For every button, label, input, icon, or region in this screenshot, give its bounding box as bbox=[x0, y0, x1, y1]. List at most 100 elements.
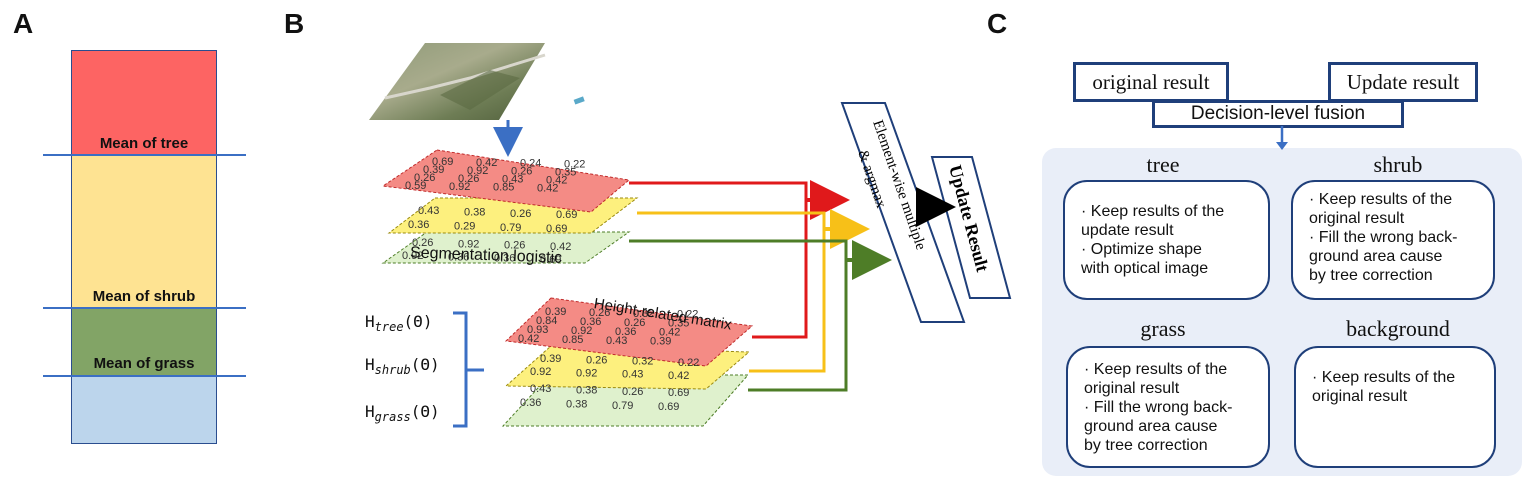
matrix-value: 0.26 bbox=[458, 173, 479, 185]
matrix-value: 0.22 bbox=[678, 357, 699, 369]
matrix-value: 0.26 bbox=[412, 237, 433, 249]
tree-class-title: tree bbox=[1146, 152, 1180, 177]
rule-line: · Optimize shape bbox=[1081, 241, 1202, 258]
matrix-value: 0.26 bbox=[511, 166, 532, 178]
matrix-value: 0.42 bbox=[550, 241, 571, 253]
matrix-value: 0.26 bbox=[586, 354, 607, 366]
matrix-value: 0.69 bbox=[546, 223, 567, 235]
h-tree-term: Htree(Θ) bbox=[365, 312, 433, 335]
matrix-value: 0.38 bbox=[464, 206, 485, 218]
h-grass-term: Hgrass(Θ) bbox=[365, 402, 440, 425]
seg-tree-layer bbox=[381, 149, 631, 213]
matrix-value: 0.29 bbox=[454, 220, 475, 232]
mean-of-tree-label: Mean of tree bbox=[99, 135, 189, 152]
matrix-value: 0.69 bbox=[540, 254, 561, 266]
matrix-value: 0.79 bbox=[500, 222, 521, 234]
matrix-value: 0.92 bbox=[576, 367, 597, 379]
matrix-value: 0.92 bbox=[449, 181, 470, 193]
matrix-value: 0.39 bbox=[650, 336, 671, 348]
matrix-value: 0.26 bbox=[414, 172, 435, 184]
background-rules-box: · Keep results of the original result bbox=[1294, 346, 1496, 468]
h-terms-bracket bbox=[453, 311, 468, 428]
matrix-value: 0.92 bbox=[530, 366, 551, 378]
tree-rules-box: · Keep results of the update result · Op… bbox=[1063, 180, 1270, 300]
matrix-value: 0.32 bbox=[633, 308, 654, 320]
seg-grass-layer bbox=[381, 231, 631, 264]
shrub-mean-line bbox=[43, 307, 246, 309]
rule-line: original result bbox=[1084, 380, 1180, 397]
matrix-value: 0.22 bbox=[564, 158, 585, 170]
matrix-value: 0.69 bbox=[658, 401, 679, 413]
background-class-title: background bbox=[1346, 316, 1450, 341]
matrix-value: 0.84 bbox=[536, 315, 557, 327]
matrix-value: 0.92 bbox=[402, 250, 423, 262]
matrix-value: 0.42 bbox=[518, 333, 539, 345]
matrix-value: 0.36 bbox=[448, 251, 469, 263]
panel-label-a: A bbox=[13, 8, 34, 39]
h-shrub-term: Hshrub(Θ) bbox=[365, 355, 440, 378]
matrix-value: 0.36 bbox=[520, 397, 541, 409]
matrix-value: 0.59 bbox=[405, 180, 426, 192]
matrix-value: 0.42 bbox=[659, 327, 680, 339]
matrix-value: 0.42 bbox=[476, 157, 497, 169]
panel-label-b: B bbox=[284, 8, 305, 39]
mean-of-shrub-label: Mean of shrub bbox=[92, 288, 196, 305]
matrix-value: 0.39 bbox=[540, 353, 561, 365]
matrix-value: 0.92 bbox=[467, 165, 488, 177]
matrix-value: 0.43 bbox=[530, 383, 551, 395]
rule-line: · Keep results of the bbox=[1081, 203, 1225, 220]
decision-level-fusion-box: Decision-level fusion bbox=[1152, 100, 1404, 128]
matrix-value: 0.92 bbox=[571, 325, 592, 337]
matrix-value: 0.38 bbox=[576, 384, 597, 396]
matrix-value: 0.69 bbox=[668, 387, 689, 399]
rule-line: by tree correction bbox=[1084, 437, 1208, 454]
rule-line: · Keep results of the bbox=[1312, 369, 1456, 386]
matrix-value: 0.85 bbox=[562, 334, 583, 346]
matrix-value: 0.43 bbox=[502, 174, 523, 186]
matrix-value: 0.26 bbox=[510, 208, 531, 220]
grass-class-title: grass bbox=[1140, 316, 1186, 341]
matrix-value: 0.32 bbox=[632, 356, 653, 368]
matrix-value: 0.92 bbox=[458, 238, 479, 250]
matrix-value: 0.24 bbox=[520, 158, 541, 170]
rule-line: · Keep results of the bbox=[1084, 361, 1228, 378]
matrix-value: 0.39 bbox=[423, 164, 444, 176]
matrix-value: 0.42 bbox=[546, 174, 567, 186]
fusion-down-arrow bbox=[1276, 126, 1288, 150]
mean-of-grass-label: Mean of grass bbox=[93, 355, 195, 372]
grass-rules-box: · Keep results of the original result · … bbox=[1066, 346, 1270, 468]
matrix-value: 0.26 bbox=[504, 240, 525, 252]
matrix-value: 0.36 bbox=[580, 316, 601, 328]
shrub-connector bbox=[637, 211, 826, 373]
matrix-value: 0.22 bbox=[677, 309, 698, 321]
matrix-value: 0.35 bbox=[555, 166, 576, 178]
matrix-value: 0.35 bbox=[668, 318, 689, 330]
matrix-value: 0.36 bbox=[408, 219, 429, 231]
matrix-value: 0.43 bbox=[606, 335, 627, 347]
matrix-value: 0.69 bbox=[556, 209, 577, 221]
original-result-box: original result bbox=[1073, 62, 1229, 102]
matrix-value: 0.36 bbox=[615, 326, 636, 338]
rule-line: ground area cause bbox=[1309, 248, 1443, 265]
element-wise-box bbox=[840, 102, 966, 323]
matrix-value: 0.26 bbox=[622, 386, 643, 398]
matrix-value: 0.69 bbox=[432, 156, 453, 168]
matrix-value: 0.42 bbox=[537, 182, 558, 194]
tree-level-block bbox=[71, 50, 217, 156]
height-tree-layer bbox=[504, 297, 754, 367]
tree-mean-line bbox=[43, 154, 246, 156]
matrix-value: 0.26 bbox=[624, 317, 645, 329]
matrix-value: 0.36 bbox=[494, 253, 515, 265]
update-result-box-c: Update result bbox=[1328, 62, 1478, 102]
matrix-value: 0.42 bbox=[668, 370, 689, 382]
matrix-value: 0.39 bbox=[545, 306, 566, 318]
aerial-image bbox=[369, 43, 585, 120]
matrix-value: 0.85 bbox=[493, 182, 514, 194]
rule-line: · Fill the wrong back- bbox=[1309, 229, 1458, 246]
matrix-value: 0.38 bbox=[566, 398, 587, 410]
